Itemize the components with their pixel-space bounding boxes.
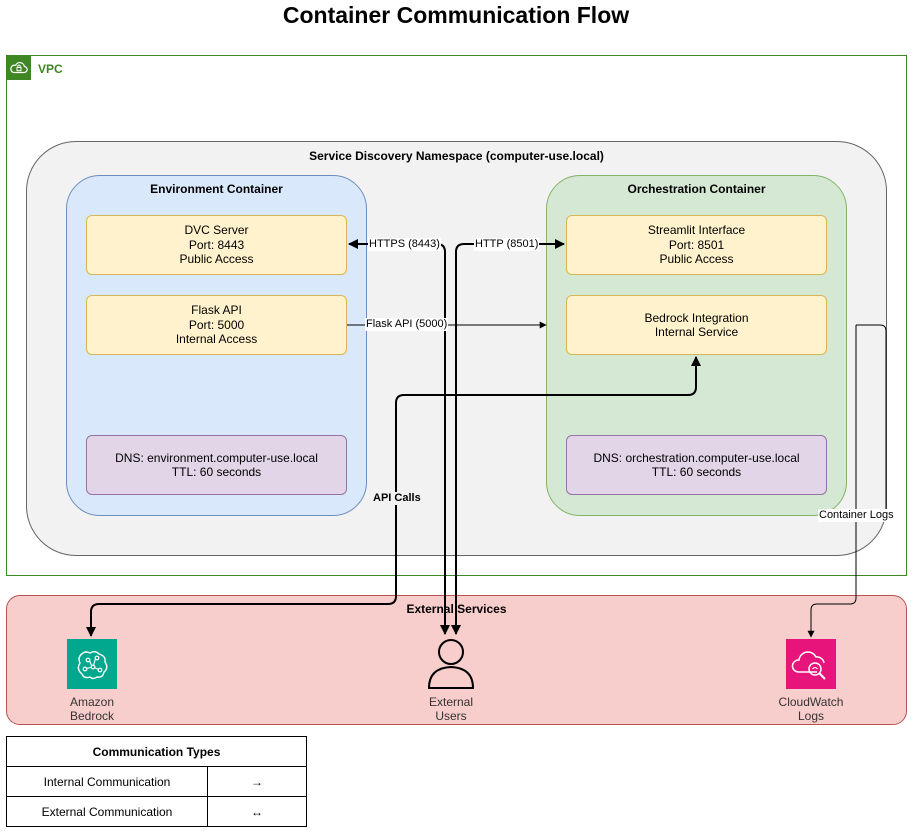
communication-types-legend: Communication Types Internal Communicati… bbox=[6, 736, 307, 827]
flask-api-access: Internal Access bbox=[175, 332, 258, 347]
cloudwatch-logs-label: CloudWatch Logs bbox=[766, 695, 856, 723]
container-logs-edge-label: Container Logs bbox=[818, 509, 895, 522]
bedrock-integration-box[interactable]: Bedrock Integration Internal Service bbox=[566, 295, 827, 355]
flask-api-edge-label: Flask API (5000) bbox=[365, 318, 449, 331]
api-calls-edge-label: API Calls bbox=[372, 492, 422, 505]
external-users-label: External Users bbox=[411, 695, 491, 723]
streamlit-port: Port: 8501 bbox=[668, 237, 725, 252]
amazon-bedrock-icon[interactable] bbox=[67, 639, 117, 689]
legend-type: External Communication bbox=[6, 796, 208, 827]
dvc-server-box[interactable]: DVC Server Port: 8443 Public Access bbox=[86, 215, 347, 275]
streamlit-interface-box[interactable]: Streamlit Interface Port: 8501 Public Ac… bbox=[566, 215, 827, 275]
vpc-label: VPC bbox=[38, 62, 63, 76]
streamlit-access: Public Access bbox=[659, 252, 734, 267]
amazon-bedrock-label-line2: Bedrock bbox=[69, 709, 115, 723]
cloudwatch-logs-label-line1: CloudWatch bbox=[778, 695, 844, 709]
user-icon[interactable] bbox=[426, 638, 476, 690]
https-edge-label: HTTPS (8443) bbox=[368, 238, 441, 251]
environment-container-label: Environment Container bbox=[150, 182, 283, 196]
dvc-server-access: Public Access bbox=[179, 252, 254, 267]
flask-api-port: Port: 5000 bbox=[188, 317, 245, 332]
cloudwatch-logs-label-line2: Logs bbox=[797, 709, 825, 723]
orchestration-container-label: Orchestration Container bbox=[627, 182, 766, 196]
vpc-cloud-lock-icon bbox=[7, 56, 31, 80]
orchestration-dns-box[interactable]: DNS: orchestration.computer-use.local TT… bbox=[566, 435, 827, 495]
legend-row: External Communication ↔ bbox=[6, 796, 307, 827]
external-users-label-line2: Users bbox=[435, 709, 467, 723]
environment-dns-name: DNS: environment.computer-use.local bbox=[115, 450, 318, 465]
namespace-label: Service Discovery Namespace (computer-us… bbox=[309, 149, 604, 163]
orchestration-dns-name: DNS: orchestration.computer-use.local bbox=[593, 450, 800, 465]
cloudwatch-logs-icon[interactable] bbox=[786, 639, 836, 689]
flask-api-name: Flask API bbox=[191, 303, 242, 318]
legend-header: Communication Types bbox=[6, 736, 307, 767]
external-users-label-line1: External bbox=[428, 695, 474, 709]
orchestration-dns-ttl: TTL: 60 seconds bbox=[651, 465, 742, 479]
amazon-bedrock-label-line1: Amazon bbox=[69, 695, 115, 709]
amazon-bedrock-label: Amazon Bedrock bbox=[52, 695, 132, 723]
legend-symbol: ↔ bbox=[207, 796, 307, 827]
dvc-server-name: DVC Server bbox=[184, 223, 249, 238]
diagram-title: Container Communication Flow bbox=[282, 2, 630, 28]
streamlit-name: Streamlit Interface bbox=[647, 223, 746, 238]
http-edge-label: HTTP (8501) bbox=[474, 238, 540, 251]
external-services-label: External Services bbox=[406, 602, 507, 616]
legend-type: Internal Communication bbox=[6, 766, 208, 797]
flask-api-box[interactable]: Flask API Port: 5000 Internal Access bbox=[86, 295, 347, 355]
bedrock-integration-name: Bedrock Integration bbox=[644, 310, 749, 325]
legend-row: Internal Communication → bbox=[6, 766, 307, 797]
bedrock-integration-service: Internal Service bbox=[654, 325, 739, 339]
legend-symbol: → bbox=[207, 766, 307, 797]
dvc-server-port: Port: 8443 bbox=[188, 237, 245, 252]
environment-dns-ttl: TTL: 60 seconds bbox=[171, 465, 262, 479]
environment-dns-box[interactable]: DNS: environment.computer-use.local TTL:… bbox=[86, 435, 347, 495]
